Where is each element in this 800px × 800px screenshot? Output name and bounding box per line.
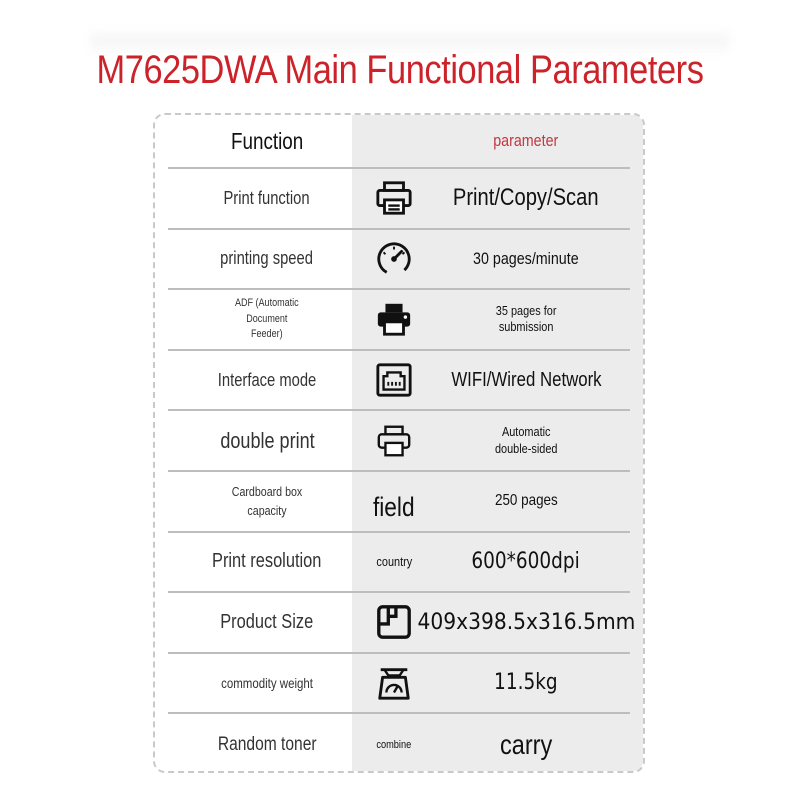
function-label: Print resolution	[212, 550, 322, 573]
page-title: M7625DWA Main Functional Parameters	[96, 48, 704, 92]
table-row: commodity weight 11.5kg	[168, 654, 630, 715]
parameter-value: 250 pages	[494, 492, 558, 510]
title-background-haze	[90, 26, 730, 56]
printer-icon	[366, 169, 422, 228]
table-row: Print function Print/Copy/Scan	[168, 169, 630, 230]
parameter-value: 409x398.5x316.5mm	[417, 609, 635, 635]
table-row: Random toner combine carry	[168, 714, 630, 775]
table-row: Print resolution country 600*600dpi	[168, 533, 630, 594]
icon-text: field	[373, 491, 415, 522]
function-label: Product Size	[220, 610, 314, 633]
weighing-scale-icon	[366, 654, 422, 713]
parameter-value: Automatic double-sided	[494, 424, 558, 456]
table-row: Product Size 409x398.5x316.5mm	[168, 593, 635, 654]
printer-outline-icon	[366, 411, 422, 470]
table-header-row: Function parameter	[168, 115, 630, 169]
function-column-header: Function	[230, 127, 304, 154]
parameter-value: WIFI/Wired Network	[450, 368, 602, 391]
parameter-value: 600*600dpi	[471, 549, 581, 575]
function-label: Random toner	[217, 733, 317, 755]
dimensions-icon	[366, 593, 422, 652]
table-frame	[153, 113, 645, 773]
table-row: Cardboard box capacity field 250 pages	[168, 472, 630, 533]
speedometer-icon	[366, 230, 422, 289]
parameter-value: 30 pages/minute	[473, 249, 579, 269]
function-label: Cardboard box capacity	[231, 483, 303, 519]
function-label: Print function	[223, 187, 311, 208]
function-label: commodity weight	[221, 675, 313, 692]
table-row: Interface mode WIFI/Wired Network	[168, 351, 630, 412]
parameter-value: Print/Copy/Scan	[453, 184, 599, 212]
function-label: Interface mode	[217, 369, 317, 390]
table-row: double print Automatic double-sided	[168, 411, 630, 472]
parameter-value: carry	[499, 729, 553, 761]
icon-text: country	[376, 554, 412, 570]
parameter-column-header: parameter	[493, 131, 559, 151]
parameter-table: Function parameter Print function Print/…	[168, 115, 635, 775]
icon-text: combine	[376, 738, 412, 751]
parameter-value: 35 pages for submission	[495, 303, 557, 335]
function-label: double print	[219, 427, 315, 453]
function-label: ADF (Automatic Document Feeder)	[235, 296, 299, 341]
printer-icon	[366, 290, 422, 349]
function-label: printing speed	[220, 248, 314, 269]
table-row: ADF (Automatic Document Feeder) 35 pages…	[168, 290, 630, 351]
table-row: printing speed 30 pages/minute	[168, 230, 630, 291]
ethernet-port-icon	[366, 351, 422, 410]
parameter-value: 11.5kg	[494, 670, 558, 696]
